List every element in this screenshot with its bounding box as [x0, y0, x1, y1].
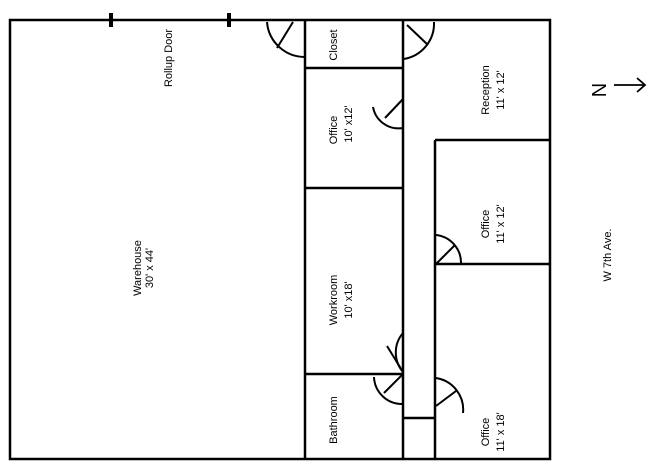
warehouse-label: Warehouse [132, 240, 144, 296]
office-b-label: Office [480, 210, 492, 239]
door-leaf [406, 24, 429, 46]
north-label: N [589, 83, 611, 97]
door-swing-office-a [372, 106, 404, 130]
north-arrow-icon: N [589, 77, 647, 97]
rollup-door-label: Rollup Door [163, 29, 175, 87]
office-a-label: Office [328, 116, 340, 145]
workroom-label: Workroom [328, 275, 340, 326]
bathroom-label: Bathroom [328, 396, 340, 444]
doors [266, 21, 465, 414]
outer-wall [8, 18, 552, 461]
office-b-size: 11' x 12' [495, 204, 507, 243]
door-swing-warehouse [266, 21, 306, 59]
reception-size: 11' x 12' [495, 70, 507, 109]
door-swing-reception [403, 21, 436, 60]
walls [8, 18, 552, 461]
door-swing-bathroom [373, 376, 404, 406]
office-c-size: 11' x 18' [495, 412, 507, 451]
warehouse-size: 30' x 44' [144, 248, 156, 288]
door-leaf [383, 373, 404, 394]
door-leaf [384, 98, 404, 119]
door-leaf [386, 345, 404, 373]
office-a-size: 10' x12' [343, 105, 355, 142]
door-swing-office-c [435, 377, 465, 414]
door-leaf [435, 244, 456, 265]
door-leaf [276, 21, 294, 49]
closet-label: Closet [328, 29, 340, 60]
office-c-label: Office [480, 418, 492, 447]
door-leaf [435, 390, 457, 407]
workroom-size: 10' x18' [343, 281, 355, 318]
reception-label: Reception [480, 65, 492, 115]
street-label: W 7th Ave. [602, 229, 614, 282]
